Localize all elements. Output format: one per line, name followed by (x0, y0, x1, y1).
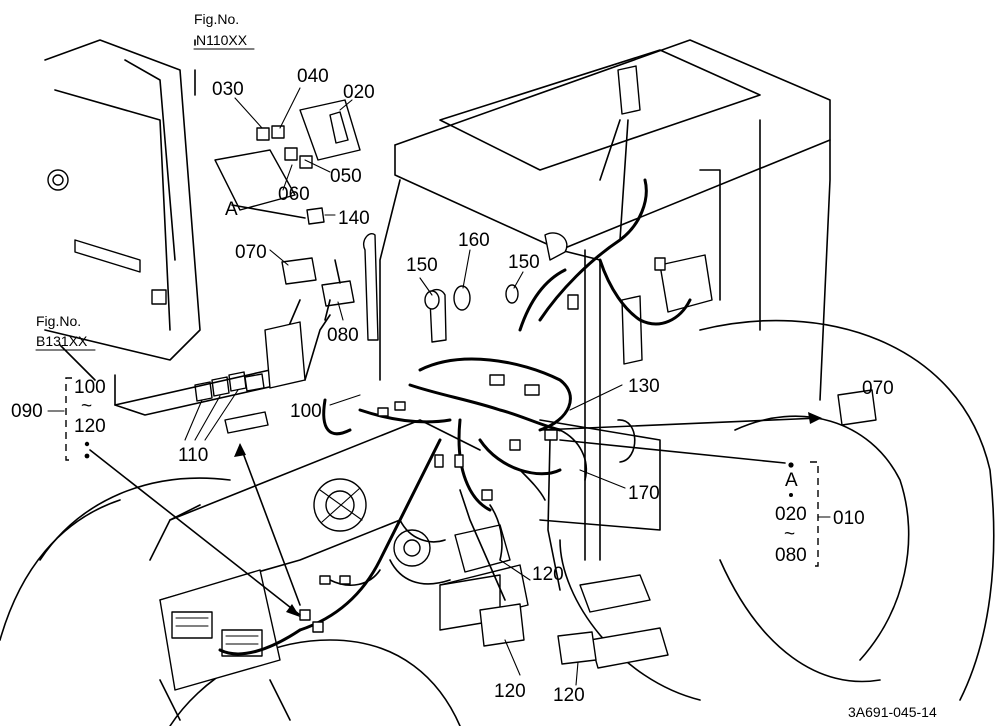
wiring-harness (218, 178, 692, 656)
callout-150: 150 (508, 252, 540, 273)
callout-110: 110 (178, 445, 208, 466)
callout-040: 040 (297, 66, 329, 87)
callout-120: 120 (553, 685, 585, 706)
callout-150: 150 (406, 255, 438, 276)
callout-120: 120 (532, 564, 564, 585)
callout-160: 160 (458, 230, 490, 251)
group-bracket-010: A 020 ~ 080 010 (775, 461, 865, 567)
callout-170: 170 (628, 483, 660, 504)
callout-020: 020 (343, 82, 375, 103)
group-label: 010 (833, 508, 865, 529)
fig-ref-number: B131XX (36, 333, 88, 349)
callout-100: 100 (290, 401, 322, 422)
callout-120: 120 (494, 681, 526, 702)
callout-060: 060 (278, 184, 310, 205)
callout-130: 130 (628, 376, 660, 397)
fig-ref-number: N110XX (196, 32, 248, 48)
marker-a: A (225, 199, 238, 220)
figure-ref-b131xx: Fig.No. B131XX (35, 313, 96, 351)
range-start: 020 (775, 504, 807, 525)
drawing-code: 3A691-045-14 (848, 704, 937, 720)
part-callouts: 030 040 020 050 060 A 140 070 080 150 16… (178, 66, 894, 706)
callout-030: 030 (212, 79, 244, 100)
callout-140: 140 (338, 208, 370, 229)
group-bracket-090: 090 100 ~ 120 (11, 377, 106, 461)
range-tilde: ~ (81, 396, 92, 417)
callout-080: 080 (327, 325, 359, 346)
range-end: 120 (74, 416, 106, 437)
callout-070: 070 (862, 378, 894, 399)
callout-070: 070 (235, 242, 267, 263)
leader-lines (59, 39, 822, 686)
fig-ref-title: Fig.No. (194, 11, 239, 27)
range-end: 080 (775, 545, 807, 566)
marker-a: A (785, 470, 798, 491)
fig-ref-title: Fig.No. (36, 313, 81, 329)
range-start: 100 (74, 377, 106, 398)
tractor-illustration (0, 39, 995, 726)
range-tilde: ~ (784, 524, 795, 545)
group-label: 090 (11, 401, 43, 422)
callout-050: 050 (330, 166, 362, 187)
figure-ref-n110xx: Fig.No. N110XX (193, 11, 255, 50)
